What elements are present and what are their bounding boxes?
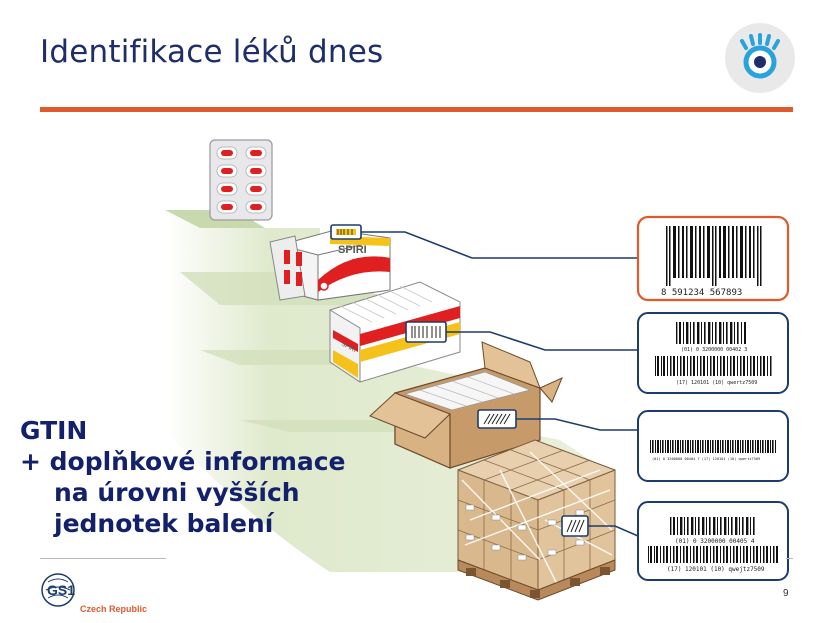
blister-pack: [209, 139, 273, 221]
bundle: SPIRI: [329, 281, 461, 383]
pallet-top-text: (01) 0 3200000 00405 4: [675, 538, 755, 545]
connector-lines: [361, 231, 639, 537]
gtin-line-1: GTIN: [20, 416, 88, 445]
footer-divider: [40, 558, 166, 559]
bundle-bottom-text: (17) 120101 (10) qwertz7509: [676, 380, 757, 386]
gtin-line-2: + doplňkové informace: [20, 447, 346, 476]
medicine-box: SPIRI 500mg: [269, 224, 391, 301]
pallet: [457, 439, 616, 601]
barcode-carton-box: (01) 0 3200000 00404 7 (17) 120101 (10) …: [637, 410, 789, 482]
carton-barcode-text: (01) 0 3200000 00404 7 (17) 120101 (10) …: [652, 457, 760, 461]
gs1-logo: GS1: [41, 573, 75, 607]
bundle-top-text: (01) 0 3200000 00402 3: [681, 347, 747, 353]
title-underline: [40, 107, 793, 112]
gs1-subtitle: Czech Republic: [80, 604, 148, 614]
barcode-ean13-box: 8 591234 567893: [636, 215, 790, 302]
gtin-line-3: na úrovni vyšších: [54, 478, 300, 507]
footer-divider-right: [786, 558, 793, 559]
gtin-description: GTIN + doplňkové informace na úrovni vyš…: [20, 415, 346, 539]
page-number: 9: [783, 588, 789, 599]
slide-title: Identifikace léků dnes: [40, 34, 384, 70]
pallet-bottom-text: (17) 120101 (10) qwejtz7509: [667, 566, 765, 573]
box-brand-label: SPIRI: [338, 244, 367, 256]
gs1-logo-text: GS1: [47, 582, 75, 598]
ean13-text: 8 591234 567893: [661, 288, 742, 298]
barcode-bundle-box: (01) 0 3200000 00402 3 (17) 120101 (10) …: [637, 312, 789, 394]
open-carton: [369, 341, 563, 469]
eye-icon: [725, 23, 795, 93]
gtin-line-4: jednotek balení: [54, 509, 274, 538]
box-dose-label: 500mg: [352, 259, 374, 266]
barcode-pallet-box: (01) 0 3200000 00405 4 (17) 120101 (10) …: [637, 501, 789, 581]
